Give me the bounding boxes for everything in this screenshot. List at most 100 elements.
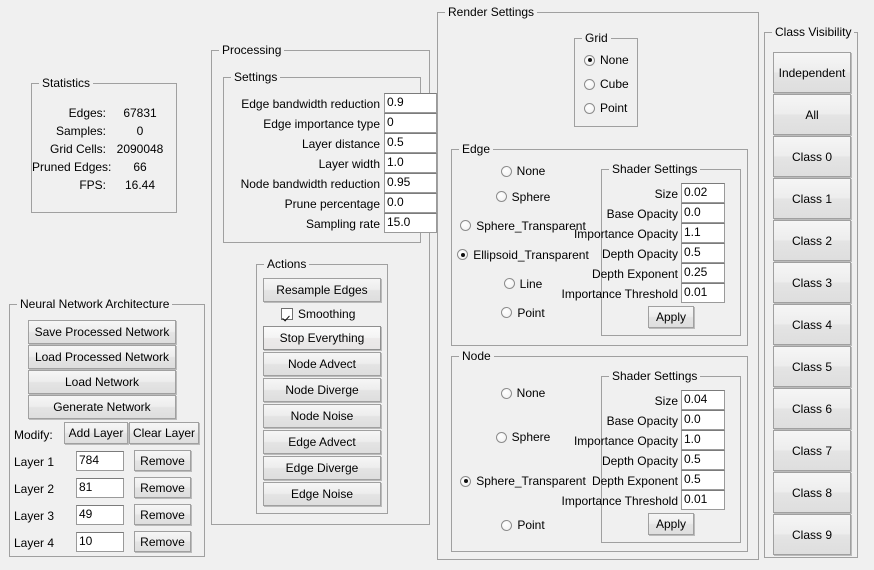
layer-width-input[interactable]: 1.0 — [384, 153, 437, 173]
edge-option-sphere[interactable]: Sphere — [452, 182, 594, 211]
edge-shader-depth-exponent-input[interactable]: 0.25 — [681, 263, 725, 283]
node-shader-size-input[interactable]: 0.04 — [681, 390, 725, 410]
grid-option-none[interactable]: None — [584, 53, 629, 67]
edge-advect-button[interactable]: Edge Advect — [263, 430, 381, 454]
edge-shader-settings-title: Shader Settings — [609, 162, 701, 176]
node-option-none-label: None — [516, 386, 546, 400]
grid-option-cube[interactable]: Cube — [584, 77, 629, 91]
edge-option-ellipsoid-transparent-label: Ellipsoid_Transparent — [473, 247, 589, 262]
statistics-value-edges: 67831 — [123, 106, 157, 120]
edge-option-ellipsoid-transparent[interactable]: Ellipsoid_Transparent — [452, 240, 594, 269]
node-bandwidth-reduction-input[interactable]: 0.95 — [384, 173, 437, 193]
grid-option-point[interactable]: Point — [584, 101, 627, 115]
node-shader-depth-exponent-input[interactable]: 0.5 — [681, 470, 725, 490]
node-option-sphere[interactable]: Sphere — [452, 415, 594, 459]
class-visibility-class-0-button[interactable]: Class 0 — [773, 136, 851, 177]
grid-option-none-label: None — [600, 53, 629, 67]
edge-shader-size-label: Size — [654, 187, 678, 201]
layer-2-input[interactable]: 81 — [76, 478, 124, 498]
class-visibility-class-2-button[interactable]: Class 2 — [773, 220, 851, 261]
edge-option-sphere-transparent-label: Sphere_Transparent — [476, 218, 586, 233]
prune-percentage-label: Prune percentage — [284, 197, 380, 211]
statistics-label-samples: Samples: — [55, 124, 106, 138]
node-shader-importance-opacity-input[interactable]: 1.0 — [681, 430, 725, 450]
node-option-sphere-transparent[interactable]: Sphere_Transparent — [452, 459, 594, 503]
layer-4-input[interactable]: 10 — [76, 532, 124, 552]
node-advect-button[interactable]: Node Advect — [263, 352, 381, 376]
smoothing-checkbox[interactable]: Smoothing — [281, 307, 355, 321]
edge-importance-type-input[interactable]: 0 — [384, 113, 437, 133]
load-network-button[interactable]: Load Network — [28, 370, 176, 394]
class-visibility-class-8-button[interactable]: Class 8 — [773, 472, 851, 513]
layer-4-label: Layer 4 — [14, 536, 55, 550]
edge-shader-apply-button[interactable]: Apply — [648, 306, 694, 328]
class-visibility-class-9-button[interactable]: Class 9 — [773, 514, 851, 555]
edge-shader-depth-opacity-input[interactable]: 0.5 — [681, 243, 725, 263]
edge-option-sphere-transparent[interactable]: Sphere_Transparent — [452, 211, 594, 240]
node-diverge-button[interactable]: Node Diverge — [263, 378, 381, 402]
node-shader-base-opacity-input[interactable]: 0.0 — [681, 410, 725, 430]
load-processed-network-button[interactable]: Load Processed Network — [28, 345, 176, 369]
edge-shader-importance-threshold-label: Importance Threshold — [561, 287, 678, 301]
add-layer-button[interactable]: Add Layer — [64, 422, 128, 444]
statistics-label-edges: Edges: — [68, 106, 106, 120]
sampling-rate-label: Sampling rate — [305, 217, 380, 231]
statistics-panel: Statistics Edges: 67831 Samples: 0 Grid … — [31, 76, 177, 213]
class-visibility-class-3-button[interactable]: Class 3 — [773, 262, 851, 303]
node-shader-depth-opacity-label: Depth Opacity — [601, 454, 678, 468]
remove-layer-3-button[interactable]: Remove — [134, 504, 191, 525]
stop-everything-button[interactable]: Stop Everything — [263, 326, 381, 350]
resample-edges-button[interactable]: Resample Edges — [263, 278, 381, 302]
remove-layer-1-button[interactable]: Remove — [134, 450, 191, 471]
clear-layer-button[interactable]: Clear Layer — [129, 422, 199, 444]
node-shader-importance-threshold-label: Importance Threshold — [561, 494, 678, 508]
class-visibility-independent-button[interactable]: Independent — [773, 52, 851, 93]
edge-option-none-label: None — [516, 164, 546, 178]
class-visibility-class-5-button[interactable]: Class 5 — [773, 346, 851, 387]
edge-option-point[interactable]: Point — [452, 298, 594, 327]
grid-option-cube-label: Cube — [600, 77, 629, 91]
node-option-point[interactable]: Point — [452, 503, 594, 547]
radio-dot-icon — [500, 387, 512, 399]
layer-3-label: Layer 3 — [14, 509, 55, 523]
edge-noise-button[interactable]: Edge Noise — [263, 482, 381, 506]
class-visibility-panel: Class Visibility Independent All Class 0… — [764, 25, 858, 558]
statistics-value-fps: 16.44 — [124, 178, 156, 192]
remove-layer-2-button[interactable]: Remove — [134, 477, 191, 498]
edge-option-none[interactable]: None — [452, 160, 594, 182]
modify-label: Modify: — [14, 428, 53, 442]
class-visibility-class-4-button[interactable]: Class 4 — [773, 304, 851, 345]
generate-network-button[interactable]: Generate Network — [28, 395, 176, 419]
render-settings-panel: Render Settings Grid None Cube Point Edg… — [437, 5, 759, 560]
layer-3-input[interactable]: 49 — [76, 505, 124, 525]
class-visibility-class-1-button[interactable]: Class 1 — [773, 178, 851, 219]
layer-1-input[interactable]: 784 — [76, 451, 124, 471]
class-visibility-all-button[interactable]: All — [773, 94, 851, 135]
edge-shader-base-opacity-input[interactable]: 0.0 — [681, 203, 725, 223]
node-noise-button[interactable]: Node Noise — [263, 404, 381, 428]
edge-shader-importance-opacity-input[interactable]: 1.1 — [681, 223, 725, 243]
render-settings-title: Render Settings — [445, 5, 538, 19]
save-processed-network-button[interactable]: Save Processed Network — [28, 320, 176, 344]
class-visibility-class-7-button[interactable]: Class 7 — [773, 430, 851, 471]
node-shader-depth-opacity-input[interactable]: 0.5 — [681, 450, 725, 470]
smoothing-label: Smoothing — [298, 307, 356, 321]
remove-layer-4-button[interactable]: Remove — [134, 531, 191, 552]
radio-dot-icon — [495, 191, 507, 202]
class-visibility-class-6-button[interactable]: Class 6 — [773, 388, 851, 429]
layer-distance-input[interactable]: 0.5 — [384, 133, 437, 153]
edge-bandwidth-reduction-input[interactable]: 0.9 — [384, 93, 437, 113]
sampling-rate-input[interactable]: 15.0 — [384, 213, 437, 233]
edge-shader-depth-opacity-label: Depth Opacity — [601, 247, 678, 261]
radio-dot-icon — [495, 431, 507, 443]
node-option-point-label: Point — [517, 518, 545, 532]
edge-diverge-button[interactable]: Edge Diverge — [263, 456, 381, 480]
node-shader-apply-button[interactable]: Apply — [648, 513, 694, 535]
edge-shader-size-input[interactable]: 0.02 — [681, 183, 725, 203]
node-shader-importance-threshold-input[interactable]: 0.01 — [681, 490, 725, 510]
radio-dot-icon — [501, 519, 513, 531]
node-option-none[interactable]: None — [452, 371, 594, 415]
edge-shader-importance-threshold-input[interactable]: 0.01 — [681, 283, 725, 303]
prune-percentage-input[interactable]: 0.0 — [384, 193, 437, 213]
edge-option-line[interactable]: Line — [452, 269, 594, 298]
